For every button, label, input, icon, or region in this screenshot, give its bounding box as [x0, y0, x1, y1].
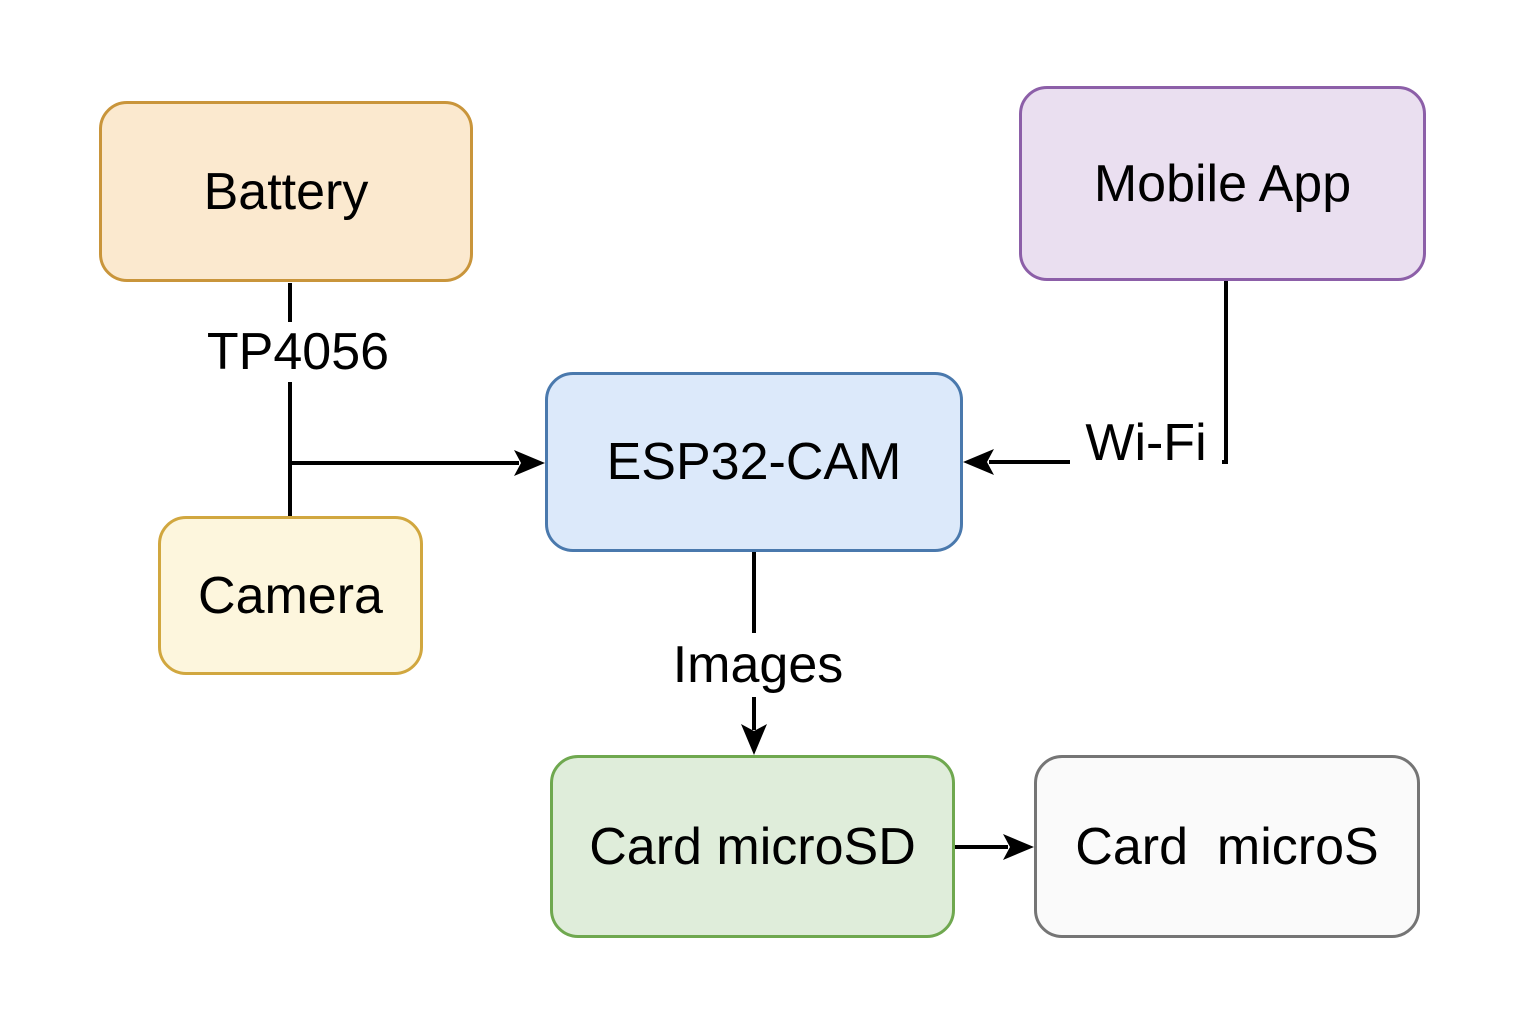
node-card-microsd: Card microSD	[550, 755, 955, 938]
node-mobile-app: Mobile App	[1019, 86, 1426, 281]
node-mobile-app-label: Mobile App	[1093, 154, 1352, 213]
node-camera-label: Camera	[198, 566, 383, 625]
edge-label-images-text: Images	[672, 636, 844, 694]
edge-label-tp4056: TP4056	[183, 322, 413, 382]
edge-label-wifi-text: Wi-Fi	[1085, 414, 1207, 472]
edge-label-tp4056-text: TP4056	[206, 323, 390, 381]
arrowhead-into-esp32-right	[963, 449, 994, 475]
node-battery: Battery	[99, 101, 473, 282]
node-camera: Camera	[158, 516, 423, 675]
node-esp32-cam-label: ESP32-CAM	[606, 433, 902, 491]
node-esp32-cam: ESP32-CAM	[545, 372, 963, 552]
arrowhead-into-card-microsd	[741, 724, 767, 755]
edge-label-wifi: Wi-Fi	[1070, 413, 1222, 473]
arrowhead-into-esp32-left	[514, 450, 545, 476]
edge-mobile-to-esp32-line	[989, 281, 1228, 464]
arrowhead-into-card-micros	[1003, 834, 1034, 860]
node-card-micros-label: Card microS	[1075, 817, 1379, 876]
node-battery-label: Battery	[203, 162, 369, 221]
edge-label-images: Images	[648, 633, 868, 697]
node-card-micros: Card microS	[1034, 755, 1420, 938]
node-card-microsd-label: Card microSD	[589, 817, 916, 876]
